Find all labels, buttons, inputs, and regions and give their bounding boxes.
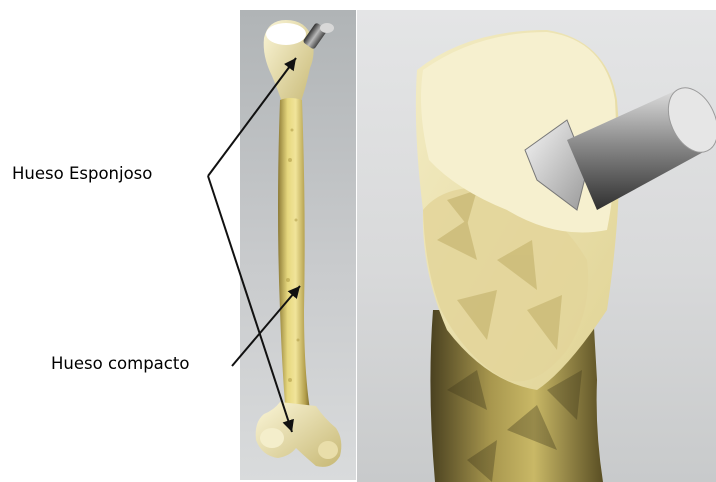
label-hueso-esponjoso: Hueso Esponjoso (12, 166, 152, 183)
femur-cut-surface (266, 23, 306, 45)
femur-zoom-view (357, 10, 716, 482)
femur-shaft (278, 98, 310, 416)
femur-full-render (240, 10, 356, 480)
femur-full-view (240, 10, 356, 480)
label-hueso-compacto: Hueso compacto (51, 356, 189, 373)
femur-zoom-render (357, 10, 716, 482)
